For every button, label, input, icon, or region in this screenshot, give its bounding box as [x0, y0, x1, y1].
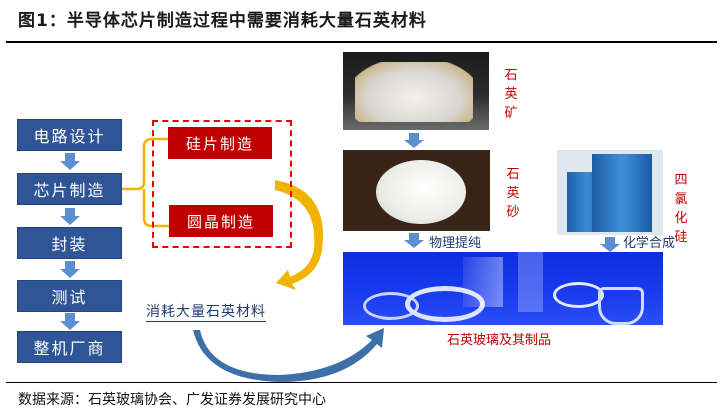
- step-chip-manufacturing: 芯片制造: [17, 173, 122, 205]
- blue-curve-arrow: [193, 328, 384, 382]
- down-arrow-icon: [60, 153, 80, 170]
- silicon-tetrachloride-label: 四氯化硅: [674, 173, 688, 245]
- down-arrow-icon: [404, 233, 424, 248]
- bracket-connector: [114, 137, 169, 228]
- down-arrow-icon: [404, 133, 424, 148]
- quartz-sand-label: 石英砂: [506, 167, 520, 220]
- step-packaging: 封装: [17, 227, 122, 259]
- down-arrows: [60, 133, 620, 330]
- physical-purification-label: 物理提纯: [429, 236, 482, 251]
- down-arrow-icon: [60, 313, 80, 330]
- quartz-ore-label: 石英矿: [504, 68, 518, 121]
- figure-title: 图1：半导体芯片制造过程中需要消耗大量石英材料: [18, 11, 427, 31]
- title-divider: [6, 41, 717, 43]
- down-arrow-icon: [60, 261, 80, 278]
- quartz-glass-products-label: 石英玻璃及其制品: [447, 333, 552, 348]
- silicon-tetrachloride-image: [557, 150, 663, 235]
- wafer-fab-manufacturing: 圆晶制造: [169, 205, 273, 237]
- wafer-silicon-manufacturing: 硅片制造: [168, 127, 272, 159]
- chemical-synthesis-label: 化学合成: [623, 236, 676, 251]
- quartz-ore-image: [343, 52, 489, 130]
- yellow-curve-arrow: [275, 180, 324, 290]
- down-arrow-icon: [60, 208, 80, 225]
- source-divider: [6, 382, 717, 384]
- step-testing: 测试: [17, 280, 122, 312]
- down-arrow-icon: [600, 237, 620, 252]
- source-note: 数据来源：石英玻璃协会、广发证券发展研究中心: [18, 392, 326, 408]
- step-oem: 整机厂商: [17, 331, 122, 363]
- chip-process-group: [152, 120, 292, 248]
- quartz-glass-products-image: [343, 252, 663, 325]
- quartz-sand-image: [343, 150, 490, 231]
- consume-label: 消耗大量石英材料: [146, 304, 266, 322]
- step-circuit-design: 电路设计: [17, 119, 122, 151]
